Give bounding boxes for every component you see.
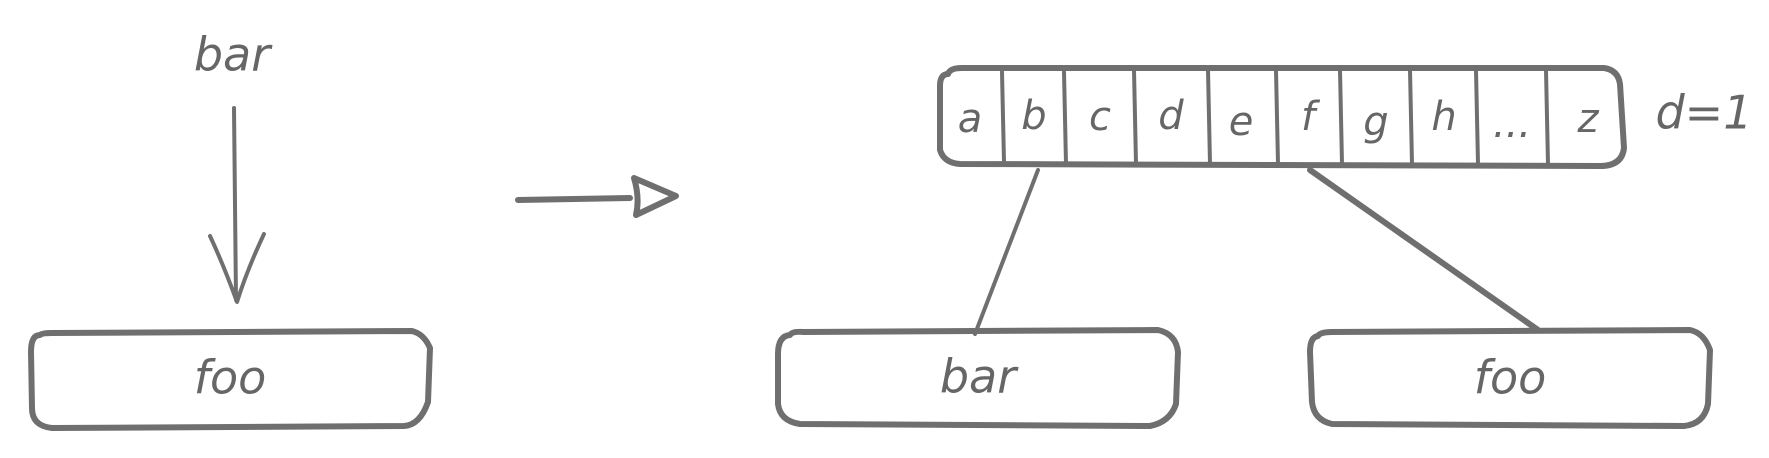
cell-label-a: a [958,96,983,142]
left-child-link [973,168,1040,336]
cell-label-h: h [1431,94,1456,140]
incoming-key-label: bar [194,28,273,82]
left-child-label: bar [940,350,1019,404]
down-arrow-shaft [232,106,238,302]
array-node-box [937,65,1627,169]
cell-label-g: g [1363,99,1388,145]
cell-label-c: c [1089,94,1111,140]
cell-divider-1 [1000,70,1006,164]
root-node-label: foo [194,351,266,405]
cell-label-ellipsis: ... [1493,101,1531,147]
cell-label-d: d [1158,93,1184,139]
transform-arrow-head [631,175,679,218]
depth-label: d=1 [1655,86,1752,140]
left-child-box [775,327,1181,429]
right-child-box [1307,327,1713,429]
cell-label-e: e [1229,99,1254,145]
root-node-box [28,328,433,431]
cell-label-f: f [1301,94,1321,140]
down-arrow-head [208,232,266,304]
transform-arrow-shaft [515,195,633,203]
cell-divider-8 [1474,68,1480,166]
cell-divider-2 [1062,70,1068,166]
cell-divider-5 [1274,68,1280,166]
cell-divider-3 [1132,68,1138,166]
cell-divider-7 [1408,68,1414,166]
cell-divider-9 [1544,68,1550,166]
right-child-label: foo [1474,351,1546,405]
cell-label-z: z [1577,96,1600,142]
cell-divider-6 [1338,68,1344,166]
cell-label-b: b [1021,93,1046,139]
right-child-link [1307,167,1541,333]
cell-divider-4 [1206,68,1212,166]
